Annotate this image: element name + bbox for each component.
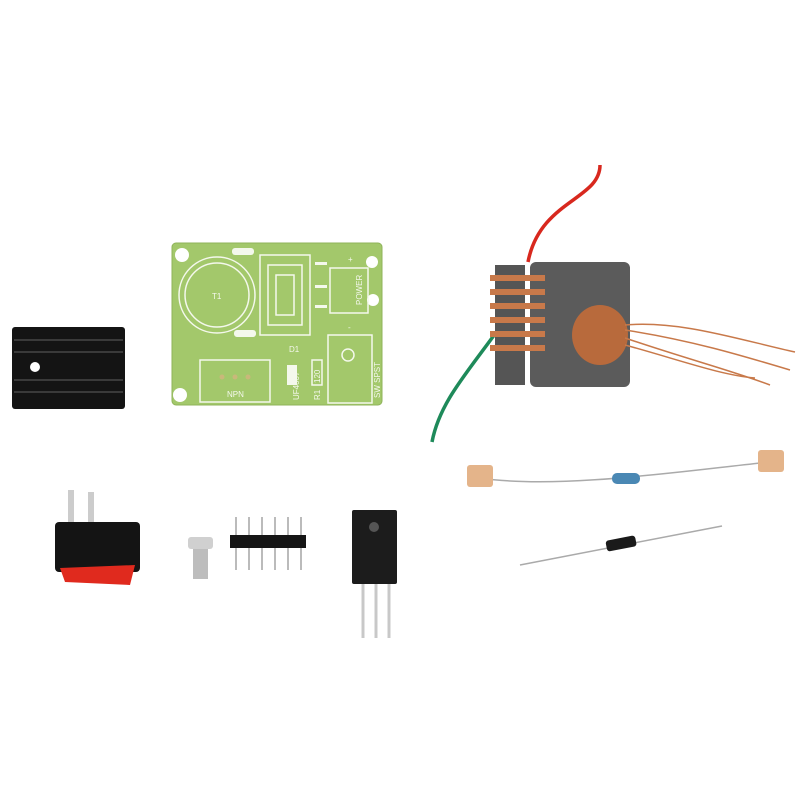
transistor — [352, 510, 397, 638]
screw — [188, 537, 213, 579]
heatsink — [12, 327, 125, 409]
pcb-label-r1: R1 — [313, 389, 322, 400]
pcb-board: T1 NPN D1 UF4007 R1 120 POWER SW SPST + … — [171, 242, 383, 406]
pcb-label-switch: SW SPST — [373, 362, 382, 398]
pcb-label-minus: - — [348, 323, 351, 332]
pcb-label-resistor-value: 120 — [313, 369, 322, 383]
pcb-label-power: POWER — [355, 275, 364, 305]
diode — [519, 525, 723, 566]
pcb-label-t1: T1 — [212, 292, 222, 301]
pcb-label-d1: D1 — [289, 345, 300, 354]
pin-header — [230, 517, 306, 570]
flyback-transformer — [430, 164, 796, 443]
resistor — [467, 450, 784, 487]
pcb-label-diode-part: UF4007 — [292, 371, 301, 400]
pcb-label-plus: + — [348, 255, 353, 264]
pcb-label-npn: NPN — [227, 390, 244, 399]
rocker-switch — [55, 490, 140, 585]
